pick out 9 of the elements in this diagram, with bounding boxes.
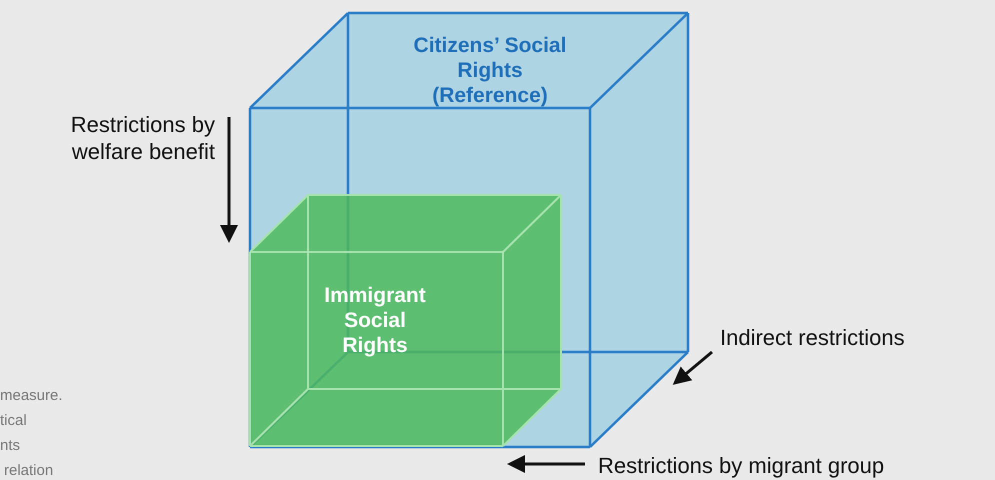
annotation-text: Restrictions by migrant group — [598, 452, 886, 479]
cube-label: Immigrant Social Rights — [323, 283, 427, 358]
note-text: relation — [4, 461, 54, 480]
note-text: nts — [0, 436, 22, 456]
note-text: measure. — [0, 386, 64, 406]
cube-label: Citizens’ Social Rights (Reference) — [412, 33, 568, 108]
note-text: tical — [0, 411, 28, 431]
annotation-text: Indirect restrictions — [720, 324, 906, 351]
annotation-text: Restrictions by welfare benefit — [70, 111, 215, 165]
